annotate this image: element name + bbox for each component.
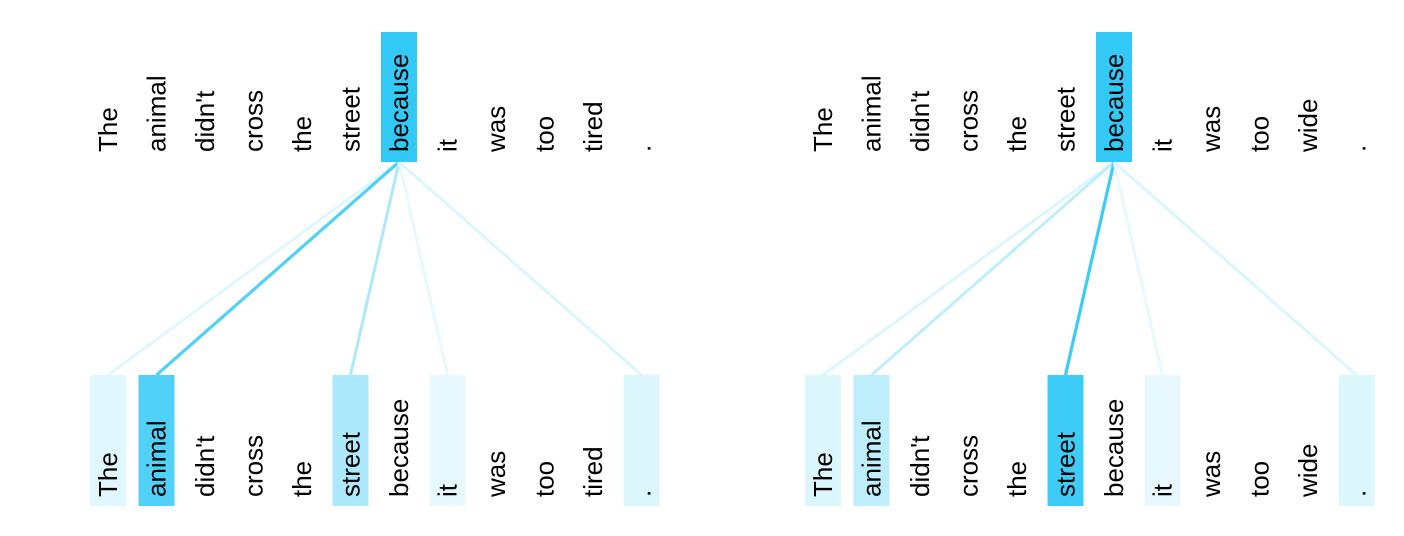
bottom-token-label: tired (578, 446, 608, 497)
attention-weight-box (138, 375, 175, 506)
top-token-label: it (433, 138, 463, 152)
attention-weight-box (1144, 375, 1181, 506)
bottom-token-label: was (1196, 451, 1226, 498)
bottom-token-label: cross (239, 435, 269, 497)
top-token-label: street (1051, 86, 1081, 152)
bottom-token-label: . (1342, 490, 1372, 497)
bottom-token-label: wide (1293, 444, 1323, 498)
top-token-label: it (1148, 138, 1178, 152)
bottom-token-label: cross (954, 435, 984, 497)
top-token-label: cross (954, 90, 984, 152)
bottom-token-label: it (1148, 483, 1178, 497)
top-token-label: too (1245, 116, 1275, 152)
attention-weight-box (1047, 375, 1084, 506)
top-token-label: animal (857, 75, 887, 152)
bottom-token-label: too (1245, 461, 1275, 497)
bottom-token-label: was (481, 451, 511, 498)
attention-panel-2: The animal didn't cross the street because it wa… (805, 32, 1375, 506)
attention-line-11 (398, 160, 643, 377)
attention-weight-box (1338, 375, 1375, 506)
attention-line-5 (349, 161, 401, 376)
attention-weight-box (429, 375, 466, 506)
attention-weight-box (90, 375, 126, 506)
bottom-token-label: because (384, 399, 414, 497)
top-token-label: street (336, 86, 366, 152)
top-token-label: because (384, 54, 414, 152)
bottom-token-label: . (627, 490, 657, 497)
bottom-token-label: The (808, 452, 838, 497)
top-token-label: the (287, 116, 317, 152)
bottom-token-label: street (336, 431, 366, 497)
top-token-label: . (627, 145, 657, 152)
bottom-token-label: The (93, 452, 123, 497)
attention-lines-2 (822, 160, 1358, 377)
attention-line-11 (1113, 160, 1358, 377)
top-token-label: because (1099, 54, 1129, 152)
bottom-token-label: street (1051, 431, 1081, 497)
top-token-label: too (530, 116, 560, 152)
top-token-label: The (808, 107, 838, 152)
attention-line-7 (1112, 161, 1164, 376)
query-token-highlight (1096, 32, 1132, 162)
bottom-token-label: animal (142, 420, 172, 497)
top-token-label: cross (239, 90, 269, 152)
attention-line-0 (107, 160, 400, 377)
top-token-label: the (1002, 116, 1032, 152)
query-token-highlight (381, 32, 417, 162)
bottom-token-label: it (433, 483, 463, 497)
attention-weight-box (805, 375, 841, 506)
top-token-label: tired (578, 101, 608, 152)
top-token-label: was (481, 106, 511, 153)
attention-weight-box (853, 375, 890, 506)
attention-line-7 (397, 161, 449, 376)
attention-weight-box (332, 375, 369, 506)
top-token-label: was (1196, 106, 1226, 153)
attention-line-1 (870, 160, 1115, 377)
bottom-token-label: too (530, 461, 560, 497)
attention-line-0 (822, 160, 1115, 377)
attention-lines-1 (107, 160, 643, 377)
bottom-token-label: the (1002, 461, 1032, 497)
attention-line-5 (1063, 161, 1116, 376)
bottom-token-label: because (1099, 399, 1129, 497)
top-token-label: animal (142, 75, 172, 152)
bottom-token-label: the (287, 461, 317, 497)
bottom-token-label: animal (857, 420, 887, 497)
attention-panel-1: The animal didn't cross the street because it wa… (90, 32, 660, 506)
top-token-label: didn't (190, 90, 220, 152)
attention-line-1 (155, 160, 401, 377)
top-token-label: . (1342, 145, 1372, 152)
bottom-token-label: didn't (905, 435, 935, 497)
top-token-label: wide (1293, 99, 1323, 153)
attention-weight-box (623, 375, 660, 506)
bottom-token-label: didn't (190, 435, 220, 497)
top-token-label: The (93, 107, 123, 152)
top-token-label: didn't (905, 90, 935, 152)
